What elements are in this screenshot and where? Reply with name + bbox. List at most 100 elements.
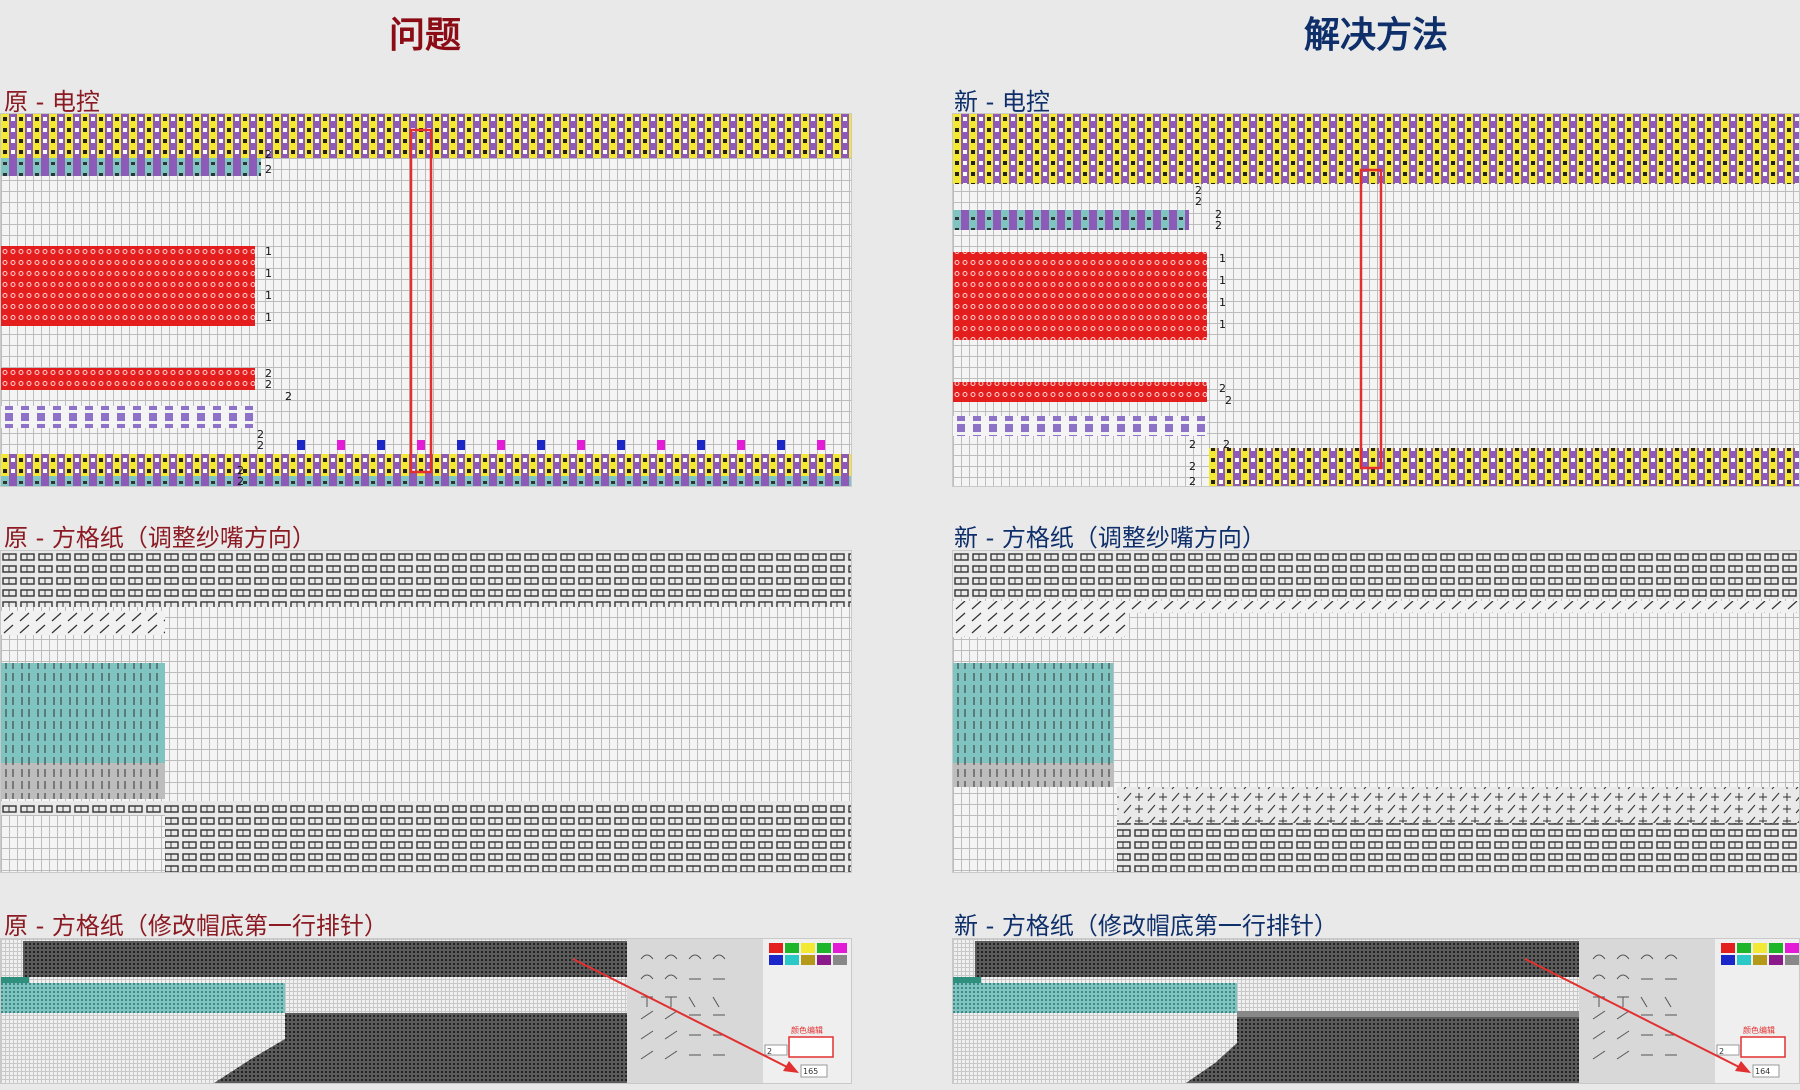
section-label-new-electronic: 新 - 电控 [954,88,1050,116]
dialog-preview-box [788,1036,834,1058]
row-marker: 2 [285,390,292,403]
row-marker: 1 [1219,252,1226,265]
needle-markers [297,440,825,450]
top-yarn-band [953,114,1799,184]
row-marker: 2 [1189,438,1196,451]
row-marker: 2 [1195,195,1202,208]
transfer-row [953,601,1799,613]
highlight-box [409,128,433,474]
row-marker: 2 [265,378,272,391]
teal-band [953,983,1237,1013]
bottom-stitch-band [1117,823,1799,872]
row-marker: 2 [1225,394,1232,407]
tool-icons [1592,954,1678,1060]
dialog-title: 颜色编辑 [791,1025,823,1035]
transfer-band [953,613,1129,637]
section-label-new-grid-adjust: 新 - 方格纸（调整纱嘴方向） [954,524,1266,552]
section-label-original-electronic: 原 - 电控 [4,88,100,116]
small-input[interactable] [1716,1044,1740,1056]
top-stitch-band [1,551,851,607]
arrow-line [572,958,792,1070]
small-input[interactable] [764,1044,788,1056]
teal-marker [953,977,981,985]
bottom-dark-region [1185,1017,1579,1083]
row-marker: 2 [257,428,264,441]
value-input[interactable] [800,1064,828,1078]
tool-palette [1579,939,1715,1083]
problem-header: 问题 [388,15,461,56]
small-input-value: 2 [1719,1047,1724,1056]
section-label-new-grid-needle: 新 - 方格纸（修改帽底第一行排针） [954,912,1338,940]
purple-band [1,406,255,428]
new-software-canvas: 颜色编辑 2 164 [953,939,1799,1083]
row-marker: 2 [1223,438,1230,451]
new-electronic-panel[interactable]: 2 2 2 2 1 1 1 1 2 2 2 2 2 2 [952,113,1800,487]
teal-band [1,983,285,1013]
original-software-canvas: 颜色编辑 2 165 [1,939,851,1083]
teal-block [1,663,165,763]
new-electronic-canvas: 2 2 2 2 1 1 1 1 2 2 2 2 2 2 [953,114,1799,487]
bottom-yarn-band [1209,448,1799,486]
row-marker: 2 [1189,475,1196,487]
row-marker: 2 [1215,219,1222,232]
red-block-1 [953,252,1207,340]
row-marker: 2 [265,367,272,380]
bottom-stitch-band [165,815,851,872]
teal-block [953,663,1113,763]
top-yarn-band [1,114,851,158]
row-marker: 2 [1189,460,1196,473]
row-marker: 1 [1219,274,1226,287]
original-software-panel[interactable]: 颜色编辑 2 165 [0,938,852,1084]
gray-block [1,763,165,799]
row-marker: 2 [237,464,244,477]
arrow-head [783,1061,799,1073]
original-grid-adjust-canvas [1,551,851,872]
original-grid-adjust-panel[interactable] [0,550,852,873]
original-electronic-canvas: 2 2 1 1 1 1 2 2 2 2 2 2 2 [1,114,851,487]
red-block-2 [1,368,255,390]
arrow-line [1524,958,1744,1070]
section-label-original-grid-needle: 原 - 方格纸（修改帽底第一行排针） [4,912,388,940]
color-swatches[interactable] [1721,943,1799,965]
row-marker: 1 [265,311,272,324]
red-block-2 [953,382,1207,402]
teal-band [953,210,1189,230]
highlight-box [1359,168,1383,470]
new-grid-adjust-panel[interactable] [952,550,1800,873]
row-marker: 2 [237,475,244,487]
color-swatches[interactable] [769,943,847,965]
new-grid-adjust-canvas [953,551,1799,872]
row-marker: 1 [1219,296,1226,309]
row-marker: 1 [265,267,272,280]
value-input[interactable] [1752,1064,1780,1078]
row-marker: 2 [257,439,264,452]
original-electronic-panel[interactable]: 2 2 1 1 1 1 2 2 2 2 2 2 2 [0,113,852,487]
solution-header: 解决方法 [1303,15,1448,56]
section-label-original-grid-adjust: 原 - 方格纸（调整纱嘴方向） [4,524,316,552]
transfer-band [1,611,165,635]
dialog-preview-box [1740,1036,1786,1058]
tool-palette [627,939,763,1083]
row-marker: 2 [1219,382,1226,395]
needle-row [1237,1011,1579,1017]
small-input-value: 2 [767,1047,772,1056]
row-marker: 1 [265,245,272,258]
red-block-1 [1,246,255,326]
bottom-teal-band [1,476,851,486]
dialog-title: 颜色编辑 [1743,1025,1775,1035]
row-marker: 1 [1219,318,1226,331]
bottom-dark-region [214,1013,627,1083]
row-marker: 2 [1215,208,1222,221]
teal-marker [1,977,29,985]
top-stitch-band [953,551,1799,599]
bottom-stitch-row [1,801,851,815]
purple-band [953,416,1207,436]
bottom-yarn-band [1,454,851,476]
tool-icons [640,954,726,1060]
value-input-text: 164 [1755,1067,1770,1076]
row-marker: 1 [265,289,272,302]
new-software-panel[interactable]: 颜色编辑 2 164 [952,938,1800,1084]
gray-block [953,763,1113,787]
top-dark-band [23,941,627,977]
value-input-text: 165 [803,1067,818,1076]
